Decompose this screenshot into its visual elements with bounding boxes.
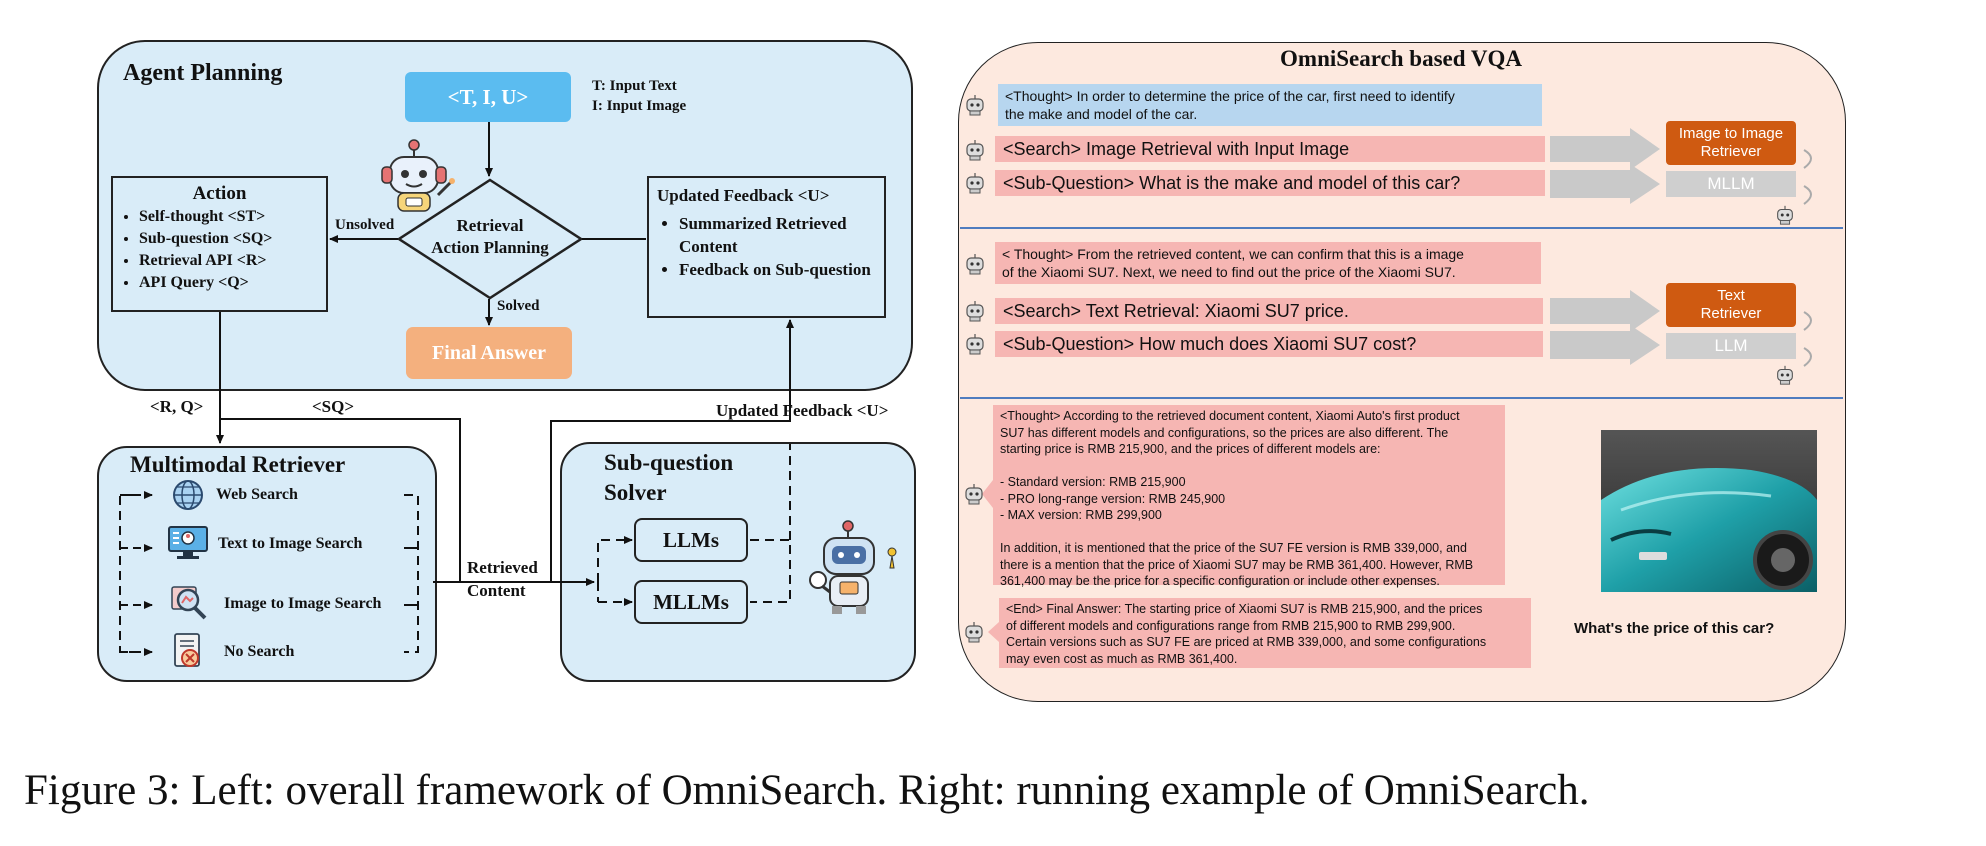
section1-tool-mllm: MLLM — [1666, 171, 1796, 197]
retriever-item-no-search: No Search — [224, 643, 295, 660]
monitor-icon — [168, 526, 208, 559]
section1-subquestion: <Sub-Question> What is the make and mode… — [995, 170, 1545, 196]
legend-image: I: Input Image — [592, 98, 687, 114]
llms-box: LLMs — [634, 518, 748, 562]
section2-tool-llm: LLM — [1666, 333, 1796, 359]
section-divider — [960, 227, 1843, 229]
robot-icon — [965, 484, 983, 505]
retrieved-content-label-1: Retrieved — [467, 558, 538, 577]
sq-label: <SQ> — [312, 397, 355, 416]
legend-text: T: Input Text — [592, 78, 677, 94]
car-question: What's the price of this car? — [1574, 620, 1775, 637]
solver-title-1: Sub-question — [604, 450, 734, 475]
decision-label-1: Retrieval — [456, 216, 524, 235]
feedback-item-subquestion: Feedback on Sub-question — [679, 258, 884, 281]
vqa-title: OmniSearch based VQA — [1280, 46, 1522, 71]
section2-search: <Search> Text Retrieval: Xiaomi SU7 pric… — [995, 298, 1543, 324]
robot-icon — [966, 334, 984, 355]
action-item-sub-question: Sub-question <SQ> — [139, 228, 326, 250]
car-image — [1601, 430, 1817, 592]
feedback-list: Summarized Retrieved Content Feedback on… — [649, 212, 884, 281]
retrieved-content-label-2: Content — [467, 581, 526, 600]
section2-thought: < Thought> From the retrieved content, w… — [995, 242, 1541, 284]
unsolved-label: Unsolved — [335, 217, 395, 233]
updated-feedback-label: Updated Feedback <U> — [716, 401, 889, 420]
globe-icon — [173, 480, 203, 510]
action-box: Action Self-thought <ST> Sub-question <S… — [111, 176, 328, 312]
robot-icon — [965, 622, 983, 643]
feedback-title: Updated Feedback <U> — [657, 186, 830, 205]
final-answer-box: Final Answer — [406, 327, 572, 379]
robot-icon — [1777, 205, 1793, 225]
action-item-api-query: API Query <Q> — [139, 272, 326, 294]
section2-subquestion: <Sub-Question> How much does Xiaomi SU7 … — [995, 331, 1543, 357]
action-item-retrieval-api: Retrieval API <R> — [139, 250, 326, 272]
feedback-item-summary: Summarized Retrieved Content — [679, 212, 884, 258]
input-box: <T, I, U> — [405, 72, 571, 122]
retriever-item-text-to-image: Text to Image Search — [218, 535, 363, 552]
section3-final-answer: <End> Final Answer: The starting price o… — [999, 598, 1531, 668]
robot-icon — [966, 301, 984, 322]
section1-tool-image-retriever: Image to Image Retriever — [1666, 121, 1796, 165]
section1-search: <Search> Image Retrieval with Input Imag… — [995, 136, 1545, 162]
robot-icon — [381, 139, 455, 212]
retriever-item-image-to-image: Image to Image Search — [224, 595, 382, 612]
section1-thought: <Thought> In order to determine the pric… — [998, 84, 1542, 126]
action-item-self-thought: Self-thought <ST> — [139, 206, 326, 228]
solved-label: Solved — [497, 298, 540, 314]
mllms-box: MLLMs — [634, 580, 748, 624]
decision-diamond — [397, 178, 583, 300]
robot-icon — [809, 520, 897, 614]
magnifier-image-icon — [171, 586, 207, 620]
agent-planning-title: Agent Planning — [123, 60, 283, 86]
no-search-document-icon — [174, 633, 200, 667]
robot-icon — [1777, 365, 1793, 385]
solver-title-2: Solver — [604, 480, 667, 505]
rq-label: <R, Q> — [150, 397, 204, 416]
action-list: Self-thought <ST> Sub-question <SQ> Retr… — [113, 206, 326, 294]
section2-tool-text-retriever: Text Retriever — [1666, 283, 1796, 327]
robot-icon — [966, 95, 984, 116]
robot-icon — [966, 173, 984, 194]
action-title: Action — [192, 183, 247, 204]
section3-thought: <Thought> According to the retrieved doc… — [993, 405, 1505, 588]
robot-icon — [966, 254, 984, 275]
figure-caption: Figure 3: Left: overall framework of Omn… — [24, 767, 1590, 814]
robot-icon — [966, 140, 984, 161]
retriever-item-web-search: Web Search — [216, 486, 298, 503]
retriever-title: Multimodal Retriever — [130, 452, 346, 477]
feedback-box: Updated Feedback <U> Summarized Retrieve… — [647, 176, 886, 318]
section-divider — [960, 397, 1843, 399]
decision-label-2: Action Planning — [431, 238, 549, 257]
